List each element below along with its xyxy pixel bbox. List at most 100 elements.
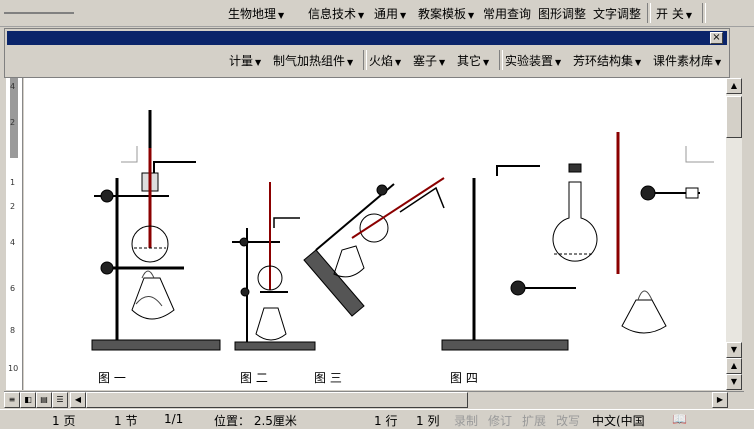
dropdown-arrow-icon: ▼ xyxy=(255,58,262,67)
status-position: 位置： 2.5厘米 xyxy=(214,414,297,428)
ruler-tick: 10 xyxy=(8,364,19,373)
menu-stopper[interactable]: 塞子▼ xyxy=(413,52,445,69)
status-line: 1 行 xyxy=(374,414,398,428)
top-toolbar: 生物地理▼ 信息技术▼ 通用▼ 教案模板▼ 常用查询 图形调整 文字调整 开 关… xyxy=(0,0,754,27)
status-column: 1 列 xyxy=(416,414,440,428)
vertical-scrollbar[interactable]: ▲ ▼ ▲ ▼ xyxy=(726,78,742,390)
web-view-icon[interactable]: ◧ xyxy=(20,392,36,408)
menu-label: 图形调整 xyxy=(538,7,587,21)
menu-general[interactable]: 通用▼ xyxy=(374,5,406,22)
print-view-icon[interactable]: ▤ xyxy=(36,392,52,408)
menu-courseware[interactable]: 课件素材库▼ xyxy=(653,52,721,69)
ruler-tick: 4 xyxy=(10,82,16,91)
menu-text-adjust[interactable]: 文字调整 xyxy=(593,5,641,22)
dropdown-arrow-icon: ▼ xyxy=(358,11,365,20)
spelling-check-icon[interactable]: 📖 xyxy=(672,412,687,426)
dropdown-arrow-icon: ▼ xyxy=(278,11,285,20)
horizontal-scroll-thumb[interactable] xyxy=(86,392,468,408)
menu-label: 芳环结构集 xyxy=(573,54,634,68)
menu-label: 常用查询 xyxy=(483,7,532,21)
menu-label: 火焰 xyxy=(369,54,394,68)
status-language[interactable]: 中文(中国 xyxy=(592,414,645,428)
menu-label: 课件素材库 xyxy=(653,54,714,68)
ruler-tick: 1 xyxy=(10,178,16,187)
status-section: 1 节 xyxy=(114,414,138,428)
menu-flame[interactable]: 火焰▼ xyxy=(369,52,401,69)
ruler-tick: 6 xyxy=(10,284,16,293)
menu-measure[interactable]: 计量▼ xyxy=(229,52,261,69)
caption-figure-3: 图 三 xyxy=(314,371,342,385)
menu-label: 计量 xyxy=(229,54,254,68)
menu-label: 通用 xyxy=(374,7,399,21)
status-page-of: 1/1 xyxy=(164,412,184,426)
floating-toolbar-titlebar[interactable]: × xyxy=(7,31,727,45)
ruler-tick: 4 xyxy=(10,238,16,247)
status-bar: 1 页 1 节 1/1 位置： 2.5厘米 1 行 1 列 录制 修订 扩展 改… xyxy=(0,409,754,428)
scroll-thumb[interactable] xyxy=(726,96,742,138)
toolbar-separator xyxy=(702,3,706,23)
menu-apparatus[interactable]: 实验装置▼ xyxy=(505,52,561,69)
menu-toggle[interactable]: 开 关▼ xyxy=(656,5,692,22)
scroll-left-icon[interactable]: ◀ xyxy=(70,392,86,408)
dropdown-arrow-icon: ▼ xyxy=(468,11,475,20)
next-page-icon[interactable]: ▼ xyxy=(726,374,742,390)
outline-view-icon[interactable]: ☰ xyxy=(52,392,68,408)
figure-2-apparatus xyxy=(232,182,316,351)
chemistry-apparatus-drawing xyxy=(91,110,714,351)
scroll-down-icon[interactable]: ▼ xyxy=(726,342,742,358)
caption-figure-1: 图 一 xyxy=(98,371,126,385)
menu-label: 信息技术 xyxy=(308,7,357,21)
scroll-right-icon[interactable]: ▶ xyxy=(712,392,728,408)
vertical-ruler[interactable]: 4 2 1 2 4 6 8 10 xyxy=(6,78,23,390)
normal-view-icon[interactable]: ≡ xyxy=(4,392,20,408)
menu-label: 教案模板 xyxy=(418,7,467,21)
toolbar-separator xyxy=(647,3,651,23)
ruler-tick: 2 xyxy=(10,118,16,127)
menu-label: 塞子 xyxy=(413,54,438,68)
status-record[interactable]: 录制 xyxy=(454,414,479,428)
status-page: 1 页 xyxy=(52,414,76,428)
dropdown-arrow-icon: ▼ xyxy=(400,11,407,20)
status-overtype[interactable]: 改写 xyxy=(556,414,581,428)
scroll-up-icon[interactable]: ▲ xyxy=(726,78,742,94)
menu-gas-heating[interactable]: 制气加热组件▼ xyxy=(273,52,353,69)
menu-biogeo[interactable]: 生物地理▼ xyxy=(228,5,284,22)
toolbar-grip[interactable] xyxy=(4,12,74,14)
status-track-changes[interactable]: 修订 xyxy=(488,414,513,428)
menu-label: 制气加热组件 xyxy=(273,54,346,68)
close-icon[interactable]: × xyxy=(710,32,723,44)
horizontal-scrollbar[interactable]: ≡ ◧ ▤ ☰ ◀ ▶ xyxy=(4,391,744,408)
menu-label: 实验装置 xyxy=(505,54,554,68)
menu-shape-adjust[interactable]: 图形调整 xyxy=(538,5,586,22)
dropdown-arrow-icon: ▼ xyxy=(347,58,354,67)
dropdown-arrow-icon: ▼ xyxy=(395,58,402,67)
document-page[interactable]: 图 一 图 二 图 三 图 四 xyxy=(24,78,726,390)
dropdown-arrow-icon: ▼ xyxy=(715,58,722,67)
chem-toolbar: 计量▼ 制气加热组件▼ 火焰▼ 塞子▼ 其它▼ 实验装置▼ 芳环结构集▼ 课件素… xyxy=(5,47,729,75)
menu-common-query[interactable]: 常用查询 xyxy=(483,5,531,22)
menu-infotech[interactable]: 信息技术▼ xyxy=(308,5,364,22)
figure-4-apparatus xyxy=(441,132,700,351)
menu-aromatic[interactable]: 芳环结构集▼ xyxy=(573,52,641,69)
previous-page-icon[interactable]: ▲ xyxy=(726,358,742,374)
status-extend[interactable]: 扩展 xyxy=(522,414,547,428)
menu-label: 文字调整 xyxy=(593,7,642,21)
toolbar-separator xyxy=(363,50,367,70)
dropdown-arrow-icon: ▼ xyxy=(483,58,490,67)
menu-other[interactable]: 其它▼ xyxy=(457,52,489,69)
caption-figure-4: 图 四 xyxy=(450,371,478,385)
menu-label: 开 关 xyxy=(656,7,684,21)
figure-1-apparatus xyxy=(91,110,221,351)
toolbar-separator xyxy=(499,50,503,70)
floating-toolbar-window: × 计量▼ 制气加热组件▼ 火焰▼ 塞子▼ 其它▼ 实验装置▼ 芳环结构集▼ 课… xyxy=(4,28,730,78)
dropdown-arrow-icon: ▼ xyxy=(685,11,692,20)
figure-3-apparatus xyxy=(303,177,445,317)
dropdown-arrow-icon: ▼ xyxy=(555,58,562,67)
ruler-margin xyxy=(10,78,18,158)
menu-lesson-template[interactable]: 教案模板▼ xyxy=(418,5,474,22)
menu-label: 生物地理 xyxy=(228,7,277,21)
dropdown-arrow-icon: ▼ xyxy=(635,58,642,67)
ruler-tick: 2 xyxy=(10,202,16,211)
dropdown-arrow-icon: ▼ xyxy=(439,58,446,67)
ruler-tick: 8 xyxy=(10,326,16,335)
